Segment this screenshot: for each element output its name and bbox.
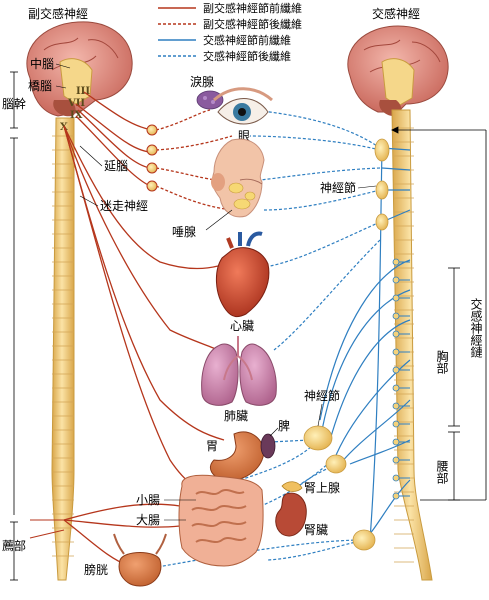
- left-brain: [26, 21, 133, 117]
- chain-ganglion-dot: [392, 438, 400, 446]
- sympathetic-chain-ganglia: [374, 138, 390, 231]
- adrenal-gland: [281, 481, 303, 492]
- chain-ganglion-dot: [392, 276, 400, 284]
- label-medulla: 延腦: [104, 158, 128, 173]
- kidney: [275, 492, 307, 537]
- pointer-salivary: [205, 209, 233, 231]
- pointer-pons: [55, 85, 67, 89]
- cranial-numeral: III: [76, 86, 90, 97]
- chain-ganglion-dot: [392, 456, 400, 464]
- eye: [213, 87, 273, 125]
- pointer-vagus: [79, 195, 99, 207]
- legend: 副交感神經節前纖維 副交感神經節後纖維 交感神經節前纖維 交感神經節後纖維: [158, 1, 302, 63]
- label-salivary: 唾腺: [172, 225, 196, 239]
- label-ganglion-top: 神經節: [320, 180, 356, 195]
- heart: [216, 231, 270, 318]
- chain-ganglion-dot: [392, 258, 400, 266]
- label-midbrain: 中腦: [30, 56, 54, 71]
- spleen: [260, 433, 276, 459]
- pointer-ganglion-top: [357, 185, 377, 189]
- chain-ganglion-dot: [392, 330, 400, 338]
- label-heart: 心臟: [230, 319, 254, 333]
- lungs: [201, 336, 277, 406]
- right-spinal-segments: [394, 127, 414, 563]
- bladder: [113, 533, 167, 587]
- chain-ganglion-dot: [392, 492, 400, 500]
- title-parasympathetic: 副交感神經: [28, 6, 88, 21]
- left-spinal-segments: [52, 135, 74, 557]
- label-lumbar: 腰部: [435, 460, 449, 484]
- title-sympathetic: 交感神經: [372, 6, 420, 21]
- label-kidney: 腎臟: [304, 523, 328, 537]
- chain-ganglion-dot: [392, 402, 400, 410]
- label-spleen: 脾: [278, 418, 290, 433]
- right-spinal-cord: [391, 109, 433, 581]
- stomach: [210, 431, 265, 481]
- pointer-ganglion-mid: [317, 403, 323, 427]
- right-brain: [347, 25, 449, 117]
- label-small-intestine: 小腸: [136, 493, 160, 507]
- parasympathetic-ganglia: [146, 124, 158, 192]
- chain-dots: [392, 258, 410, 500]
- legend-label: 交感神經節後纖維: [203, 49, 291, 63]
- label-vagus: 迷走神經: [100, 199, 148, 213]
- label-lung: 肺臟: [224, 409, 248, 423]
- label-sacral: 薦部: [2, 538, 26, 553]
- face: [211, 138, 265, 218]
- chain-ganglion-dot: [392, 294, 400, 302]
- chain-ganglion-dot: [392, 474, 400, 482]
- collateral-ganglia: [303, 425, 376, 551]
- cranial-numeral: IX: [70, 110, 83, 121]
- legend-label: 交感神經節前纖維: [203, 33, 291, 47]
- label-sympathetic-chain: 交感神經鏈: [469, 297, 483, 358]
- pointer-spleen: [269, 427, 279, 437]
- label-large-intestine: 大腸: [136, 513, 160, 527]
- label-adrenal: 腎上腺: [304, 481, 340, 495]
- left-brackets: [10, 71, 18, 581]
- chain-ganglion-dot: [392, 348, 400, 356]
- label-ganglion-mid: 神經節: [304, 388, 340, 403]
- parasympathetic-fibers: [29, 91, 225, 567]
- intestines: [178, 474, 264, 567]
- chain-ganglion-dot: [392, 312, 400, 320]
- label-pons: 橋腦: [28, 78, 52, 93]
- label-thoracic: 胸部: [435, 349, 449, 374]
- pointer-medulla: [79, 145, 103, 167]
- label-stomach: 胃: [206, 439, 218, 453]
- chain-ganglion-dot: [392, 384, 400, 392]
- legend-label: 副交感神經節前纖維: [203, 1, 302, 15]
- label-brainstem: 腦幹: [2, 96, 26, 111]
- label-lacrimal: 淚腺: [190, 74, 214, 89]
- salivary-glands: [228, 182, 256, 210]
- label-bladder: 膀胱: [84, 562, 108, 577]
- cranial-numeral: VII: [67, 98, 85, 109]
- chain-ganglion-dot: [392, 420, 400, 428]
- lacrimal-gland: [196, 90, 224, 110]
- legend-label: 副交感神經節後纖維: [203, 17, 302, 31]
- left-spinal-cord: [51, 117, 75, 581]
- right-brackets: [391, 126, 487, 501]
- pointer-midbrain: [55, 63, 71, 69]
- chain-ganglion-dot: [392, 366, 400, 374]
